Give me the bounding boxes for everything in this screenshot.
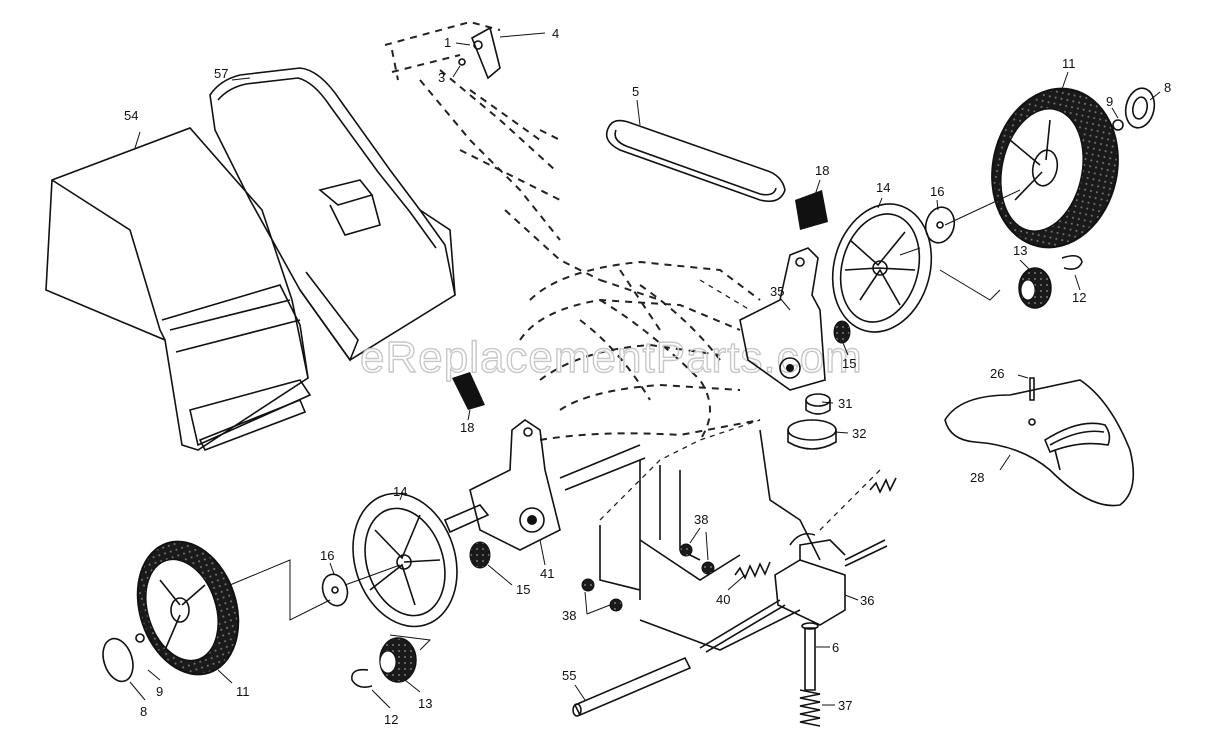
grass-bag-part-54 [45, 127, 312, 452]
callout-1: 1 [444, 35, 451, 50]
left-screw-part-9 [135, 633, 145, 643]
callout-leaders [129, 32, 1161, 709]
spring-part-40 [734, 561, 771, 580]
callout-37: 37 [838, 698, 852, 713]
drive-belt-part-5 [605, 119, 786, 203]
callout-12-left: 12 [384, 712, 398, 727]
callout-41: 41 [540, 566, 554, 581]
callout-3: 3 [438, 70, 445, 85]
callout-16-right: 16 [930, 184, 944, 199]
right-bushing-part-15 [833, 320, 851, 344]
callout-55: 55 [562, 668, 576, 683]
left-wheel-rim-part-14 [352, 492, 458, 628]
callout-8-right: 8 [1164, 80, 1171, 95]
callout-15-left: 15 [516, 582, 530, 597]
rod-part-55 [572, 656, 692, 717]
left-hubcap-part-8 [102, 637, 134, 683]
callout-8-left: 8 [140, 704, 147, 719]
callout-36: 36 [860, 593, 874, 608]
right-clip-part-12 [1061, 254, 1083, 270]
rear-shield-screw-part-26 [1028, 377, 1036, 426]
callout-11-right: 11 [1062, 56, 1076, 71]
handle-assembly-dashed [384, 20, 661, 301]
rear-shield-part-28 [944, 379, 1135, 507]
nut-part-38-upper-a [679, 543, 693, 557]
callout-40: 40 [716, 592, 730, 607]
left-wheel-part-11 [136, 540, 240, 676]
callout-labels: 1 3 4 5 11 8 9 18 14 16 13 12 35 15 26 3… [124, 26, 1171, 727]
callout-9-right: 9 [1106, 94, 1113, 109]
mower-deck-dashed [519, 260, 761, 441]
callout-13-left: 13 [418, 696, 432, 711]
callout-14-right: 14 [876, 180, 890, 195]
callout-38-lower: 38 [562, 608, 576, 623]
callout-14-left: 14 [393, 484, 407, 499]
bearing-part-31 [805, 393, 831, 415]
left-adjuster-bracket-part-41 [443, 419, 561, 551]
upper-spring-dashed [869, 477, 897, 494]
callout-57: 57 [214, 66, 228, 81]
pulley-part-32 [787, 419, 837, 450]
right-washer-part-16 [924, 206, 956, 244]
nut-part-38-lower-a [581, 578, 595, 592]
right-wheel-rim-part-14 [831, 203, 933, 333]
callout-4: 4 [552, 26, 559, 41]
callout-13-right: 13 [1013, 243, 1027, 258]
callout-18-left: 18 [460, 420, 474, 435]
right-adjuster-bracket-part-35 [739, 247, 826, 391]
bag-frame-part-57 [209, 67, 456, 362]
right-hubcap-part-8 [1124, 87, 1156, 129]
right-screw-part-9 [1112, 119, 1124, 131]
spring-part-37 [799, 689, 821, 727]
callout-32: 32 [852, 426, 866, 441]
left-clip-part-12 [351, 668, 373, 688]
watermark-text: eReplacementParts.com [360, 333, 863, 382]
callout-18-right: 18 [815, 163, 829, 178]
callout-31: 31 [838, 396, 852, 411]
left-bushing-part-15 [469, 541, 491, 569]
nut-part-38-upper-b [701, 561, 715, 575]
callout-54: 54 [124, 108, 138, 123]
callout-6: 6 [832, 640, 839, 655]
callout-15-right: 15 [842, 356, 856, 371]
shaft-part-6 [801, 622, 819, 691]
left-washer-part-16 [321, 573, 349, 607]
axle-linkage-lines [559, 419, 821, 651]
callout-11-left: 11 [236, 684, 250, 699]
callout-5: 5 [632, 84, 639, 99]
callout-12-right: 12 [1072, 290, 1086, 305]
left-pinion-gear-part-13 [379, 637, 417, 683]
right-pinion-gear-part-13 [1018, 267, 1052, 309]
callout-28: 28 [970, 470, 984, 485]
callout-35: 35 [770, 284, 784, 299]
callout-38-upper: 38 [694, 512, 708, 527]
nut-part-38-lower-b [609, 598, 623, 612]
right-cap-part-18 [795, 190, 828, 230]
callout-26: 26 [990, 366, 1004, 381]
right-wheel-part-11 [991, 87, 1119, 249]
transmission-part-36 [699, 469, 888, 653]
callout-9-left: 9 [156, 684, 163, 699]
callout-16-left: 16 [320, 548, 334, 563]
left-cap-part-18 [452, 372, 485, 410]
